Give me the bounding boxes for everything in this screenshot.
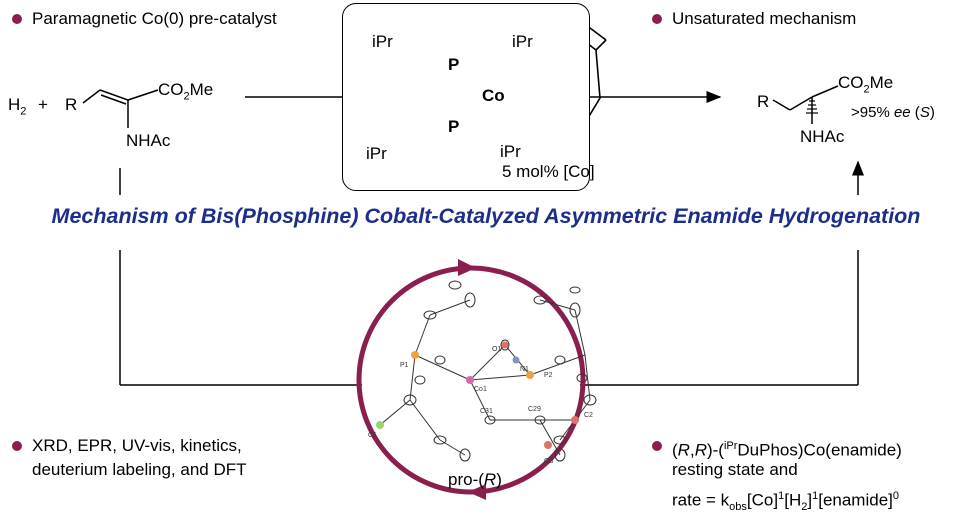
atom-label: P1 xyxy=(400,362,409,369)
reactant-ester: CO2Me xyxy=(158,80,214,103)
resting-state-line-1: (R,R)-(iPrDuPhos)Co(enamide) xyxy=(672,440,902,460)
reactant-r-group: R xyxy=(65,95,78,114)
atom-label: C31 xyxy=(480,408,493,415)
methods-line-1: XRD, EPR, UV-vis, kinetics, xyxy=(32,436,242,455)
crystal-heteroatoms xyxy=(376,341,579,449)
product-ester: CO2Me xyxy=(838,73,894,96)
reactant-amide: NHAc xyxy=(126,131,171,150)
methods-line-2: deuterium labeling, and DFT xyxy=(32,460,247,479)
bullet-dot xyxy=(12,441,22,451)
atom-label: C2 xyxy=(584,412,593,419)
crystal-label: pro-(R) xyxy=(448,470,502,489)
resting-state-line-2: resting state and xyxy=(672,460,798,479)
mechanism-note: Unsaturated mechanism xyxy=(672,9,857,28)
atom-label: O1 xyxy=(492,346,502,353)
plus-sign: + xyxy=(38,95,48,114)
catalyst-ipr-bottom-right: iPr xyxy=(500,142,521,161)
catalyst-ipr-top-right: iPr xyxy=(512,32,533,51)
rate-law: rate = kobs[Co]1[H2]1[enamide]0 xyxy=(672,490,900,514)
catalyst-phosphorus-top: P xyxy=(448,55,460,75)
atom-label: C1 xyxy=(368,432,377,439)
catalyst-ipr-top-left: iPr xyxy=(372,32,393,51)
bullet-dot xyxy=(652,14,662,24)
pre-catalyst-note: Paramagnetic Co(0) pre-catalyst xyxy=(32,9,277,28)
product-stereo-hash xyxy=(806,100,818,114)
crystal-structure xyxy=(379,280,597,462)
catalyst-ipr-bottom-left: iPr xyxy=(366,144,387,163)
catalyst-loading: 5 mol% [Co] xyxy=(502,162,595,181)
cycle-arrow-bottom xyxy=(468,484,486,500)
catalyst-box xyxy=(342,3,590,191)
product-structure xyxy=(772,85,839,124)
catalyst-phosphorus-bottom: P xyxy=(448,117,460,137)
atom-label: P2 xyxy=(544,372,553,379)
figure-title: Mechanism of Bis(Phosphine) Cobalt-Catal… xyxy=(51,204,921,228)
atom-label: O3 xyxy=(544,458,554,465)
reactant-structure xyxy=(82,89,159,128)
enantioselectivity: >95% ee (S) xyxy=(851,104,935,121)
atom-label: N1 xyxy=(520,366,529,373)
product-amide: NHAc xyxy=(800,127,845,146)
atom-label: Co1 xyxy=(474,386,487,393)
cycle-arrow-top xyxy=(458,259,476,276)
atom-label: C29 xyxy=(528,406,541,413)
product-r-group: R xyxy=(757,92,770,111)
hydrogen-reagent: H2 xyxy=(8,95,27,118)
bullet-dot xyxy=(652,441,662,451)
catalyst-cobalt: Co xyxy=(482,86,505,106)
bullet-dot xyxy=(12,14,22,24)
